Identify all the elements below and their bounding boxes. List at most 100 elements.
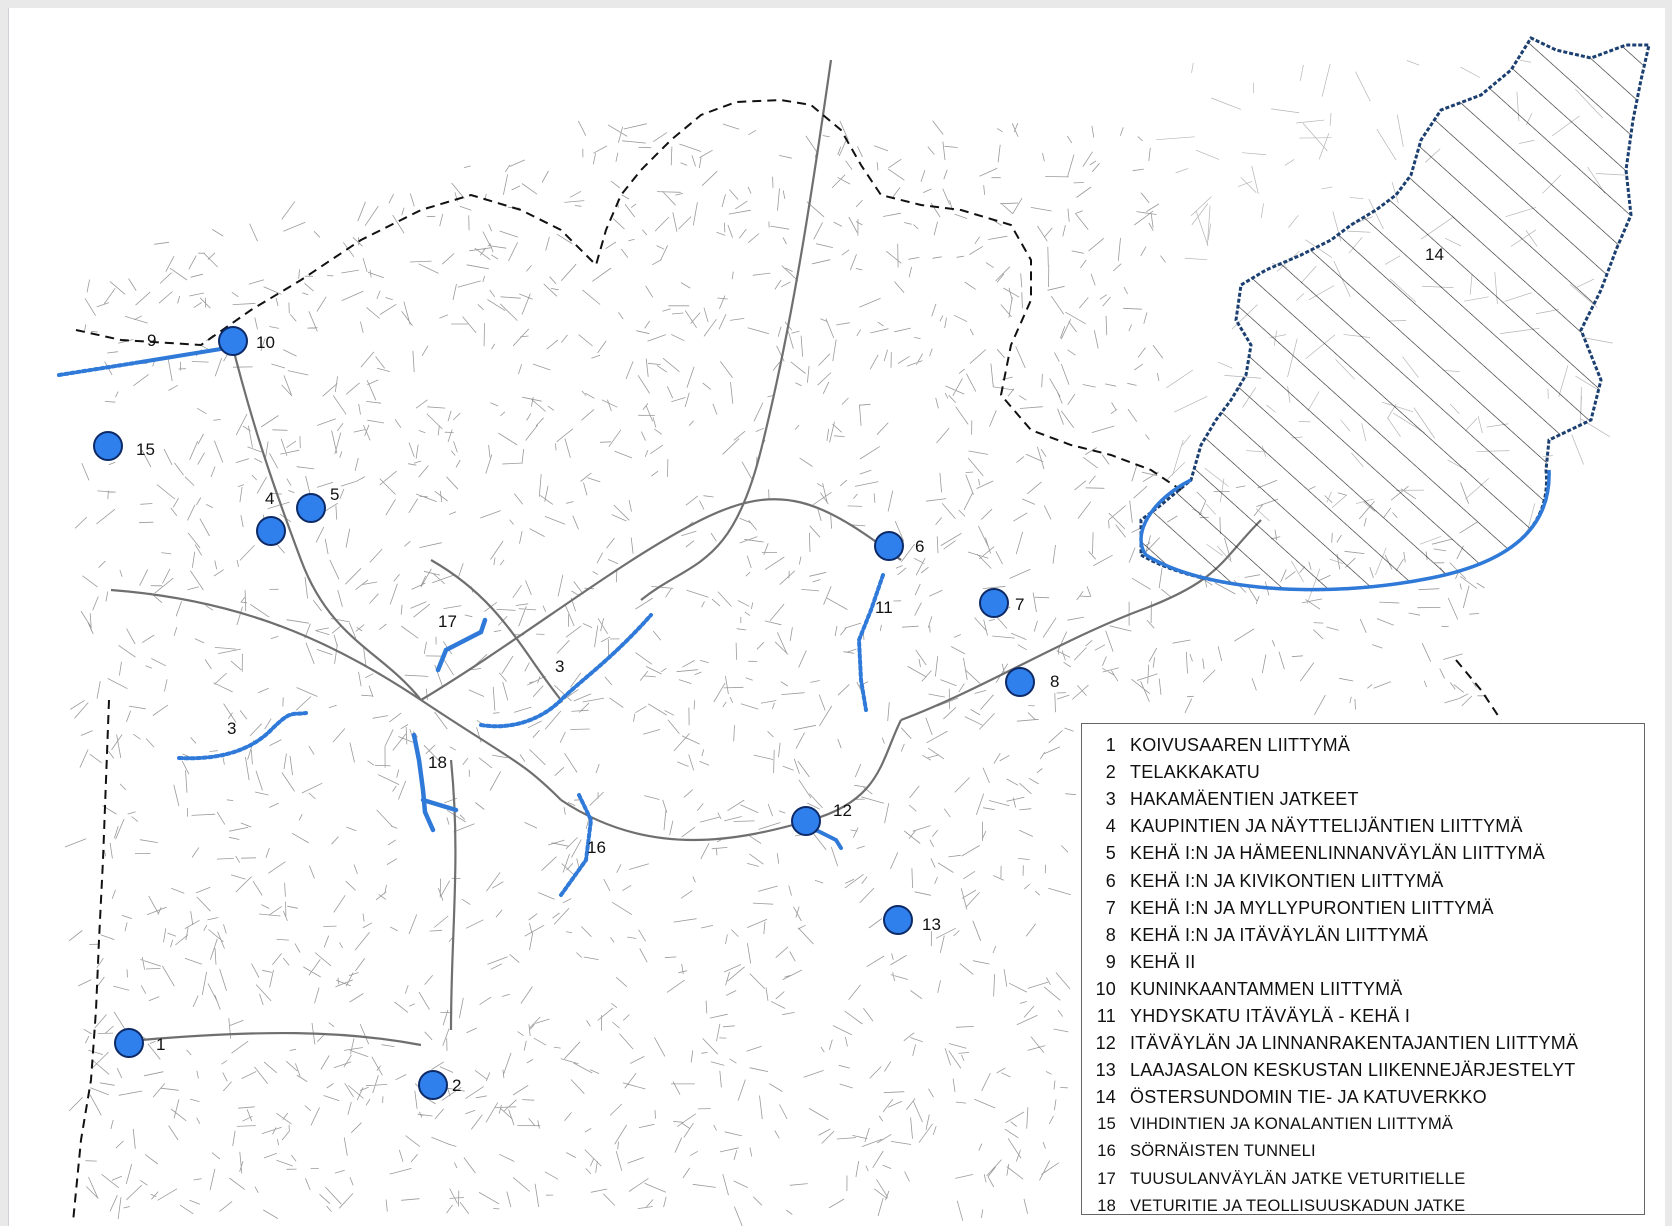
legend-item-text: TUUSULANVÄYLÄN JATKE VETURITIELLE — [1130, 1169, 1466, 1188]
legend-item-number: 3 — [1105, 789, 1116, 810]
route-3-east[interactable] — [479, 613, 653, 729]
legend-item-number: 14 — [1095, 1087, 1116, 1108]
marker-label-2: 2 — [452, 1076, 461, 1095]
legend-item-7: 7 KEHÄ I:N JA MYLLYPURONTIEN LIITTYMÄ — [1082, 895, 1644, 922]
map-labels: 10 15 4 5 6 7 8 12 13 1 2 9 3 3 17 18 16… — [136, 245, 1444, 1095]
legend-item-14: 14 ÖSTERSUNDOMIN TIE- JA KATUVERKKO — [1082, 1084, 1644, 1111]
legend-item-text: LAAJASALON KESKUSTAN LIIKENNEJÄRJESTELYT — [1130, 1060, 1576, 1081]
legend-item-text: KEHÄ II — [1130, 951, 1196, 972]
legend-item-5: 5 KEHÄ I:N JA HÄMEENLINNANVÄYLÄN LIITTYMÄ — [1082, 840, 1644, 867]
route-10[interactable] — [139, 345, 235, 364]
legend-item-text: VIHDINTIEN JA KONALANTIEN LIITTYMÄ — [1130, 1115, 1454, 1134]
route-label-18: 18 — [428, 753, 447, 772]
legend-item-number: 10 — [1095, 978, 1116, 999]
legend-item-10: 10 KUNINKAANTAMMEN LIITTYMÄ — [1082, 976, 1644, 1003]
legend-item-number: 7 — [1105, 897, 1116, 918]
legend-item-3: 3 HAKAMÄENTIEN JATKEET — [1082, 786, 1644, 813]
route-label-16: 16 — [587, 838, 606, 857]
marker-label-15: 15 — [136, 440, 155, 459]
route-label-9: 9 — [147, 331, 156, 350]
marker-10[interactable] — [218, 326, 248, 356]
legend-item-number: 17 — [1097, 1169, 1116, 1188]
legend-item-18: 18 VETURITIE JA TEOLLISUUSKADUN JATKE — [1082, 1193, 1644, 1220]
legend-item-number: 6 — [1105, 870, 1116, 891]
marker-6[interactable] — [874, 531, 904, 561]
route-16[interactable] — [559, 793, 594, 897]
marker-5[interactable] — [296, 493, 326, 523]
legend-item-text: KAUPINTIEN JA NÄYTTELIJÄNTIEN LIITTYMÄ — [1130, 816, 1523, 837]
marker-2[interactable] — [418, 1070, 448, 1100]
marker-7[interactable] — [979, 588, 1009, 618]
legend-item-number: 13 — [1095, 1060, 1116, 1081]
marker-8[interactable] — [1005, 667, 1035, 697]
project-routes — [57, 345, 885, 897]
marker-label-4: 4 — [265, 489, 274, 508]
map-frame: 10 15 4 5 6 7 8 12 13 1 2 9 3 3 17 18 16… — [8, 8, 1665, 1226]
route-label-3-east: 3 — [555, 657, 564, 676]
legend-item-number: 11 — [1096, 1005, 1116, 1026]
route-18[interactable] — [411, 732, 459, 833]
marker-label-10: 10 — [256, 333, 275, 352]
legend-item-text: KEHÄ I:N JA MYLLYPURONTIEN LIITTYMÄ — [1130, 897, 1494, 918]
legend-item-6: 6 KEHÄ I:N JA KIVIKONTIEN LIITTYMÄ — [1082, 867, 1644, 894]
legend-item-9: 9 KEHÄ II — [1082, 949, 1644, 976]
legend-item-text: HAKAMÄENTIEN JATKEET — [1130, 789, 1359, 810]
legend-item-text: ÖSTERSUNDOMIN TIE- JA KATUVERKKO — [1130, 1087, 1487, 1108]
legend-item-11: 11 YHDYSKATU ITÄVÄYLÄ - KEHÄ I — [1082, 1003, 1644, 1030]
route-11[interactable] — [856, 573, 885, 712]
route-9[interactable] — [57, 360, 143, 377]
legend-item-text: TELAKKAKATU — [1130, 762, 1260, 783]
route-label-14: 14 — [1425, 245, 1444, 264]
legend-item-17: 17 TUUSULANVÄYLÄN JATKE VETURITIELLE — [1082, 1166, 1644, 1193]
route-label-11: 11 — [875, 598, 893, 617]
legend-item-15: 15 VIHDINTIEN JA KONALANTIEN LIITTYMÄ — [1082, 1111, 1644, 1138]
legend-item-number: 5 — [1105, 843, 1116, 864]
marker-label-1: 1 — [156, 1035, 165, 1054]
legend-item-number: 8 — [1105, 924, 1116, 945]
legend-item-text: KEHÄ I:N JA ITÄVÄYLÄN LIITTYMÄ — [1130, 924, 1429, 945]
route-label-17: 17 — [438, 612, 457, 631]
marker-12[interactable] — [791, 806, 821, 836]
marker-label-5: 5 — [330, 485, 339, 504]
legend-item-number: 18 — [1097, 1196, 1116, 1215]
legend-item-4: 4 KAUPINTIEN JA NÄYTTELIJÄNTIEN LIITTYMÄ — [1082, 813, 1644, 840]
legend-item-number: 16 — [1097, 1142, 1116, 1161]
marker-label-7: 7 — [1015, 595, 1024, 614]
legend-item-number: 9 — [1105, 951, 1116, 972]
legend-item-13: 13 LAAJASALON KESKUSTAN LIIKENNEJÄRJESTEL… — [1082, 1057, 1644, 1084]
route-label-3-west: 3 — [227, 719, 236, 738]
legend-item-text: VETURITIE JA TEOLLISUUSKADUN JATKE — [1130, 1196, 1466, 1215]
legend-item-text: ITÄVÄYLÄN JA LINNANRAKENTAJANTIEN LIITTY… — [1130, 1033, 1579, 1054]
marker-4[interactable] — [256, 516, 286, 546]
legend-item-text: KOIVUSAAREN LIITTYMÄ — [1130, 735, 1351, 756]
legend-item-text: KUNINKAANTAMMEN LIITTYMÄ — [1130, 978, 1403, 999]
city-boundary — [72, 98, 1502, 1223]
legend-item-text: SÖRNÄISTEN TUNNELI — [1130, 1142, 1316, 1161]
main-highways — [110, 59, 1262, 1047]
marker-13[interactable] — [883, 905, 913, 935]
legend-item-text: KEHÄ I:N JA HÄMEENLINNANVÄYLÄN LIITTYMÄ — [1130, 843, 1545, 864]
marker-15[interactable] — [93, 431, 123, 461]
route-17[interactable] — [435, 617, 488, 673]
city-map[interactable]: 10 15 4 5 6 7 8 12 13 1 2 9 3 3 17 18 16… — [9, 8, 1665, 1226]
marker-1[interactable] — [114, 1028, 144, 1058]
legend-item-16: 16 SÖRNÄISTEN TUNNELI — [1082, 1138, 1644, 1165]
legend-item-number: 1 — [1105, 735, 1116, 756]
project-markers — [93, 326, 1035, 1100]
legend-item-number: 15 — [1097, 1115, 1116, 1134]
legend-item-number: 4 — [1105, 816, 1116, 837]
marker-label-13: 13 — [922, 915, 941, 934]
route-3-west[interactable] — [177, 711, 308, 761]
legend-item-text: YHDYSKATU ITÄVÄYLÄ - KEHÄ I — [1130, 1005, 1411, 1026]
marker-label-6: 6 — [915, 537, 924, 556]
legend-item-number: 12 — [1095, 1033, 1116, 1054]
legend-item-12: 12 ITÄVÄYLÄN JA LINNANRAKENTAJANTIEN LIIT… — [1082, 1030, 1644, 1057]
legend-item-8: 8 KEHÄ I:N JA ITÄVÄYLÄN LIITTYMÄ — [1082, 922, 1644, 949]
ostersundom-area[interactable] — [1139, 36, 1651, 592]
marker-label-8: 8 — [1050, 672, 1059, 691]
ostersundom-edge — [1139, 469, 1551, 592]
legend-item-text: KEHÄ I:N JA KIVIKONTIEN LIITTYMÄ — [1130, 870, 1444, 891]
legend-item-1: 1 KOIVUSAAREN LIITTYMÄ — [1082, 732, 1644, 759]
